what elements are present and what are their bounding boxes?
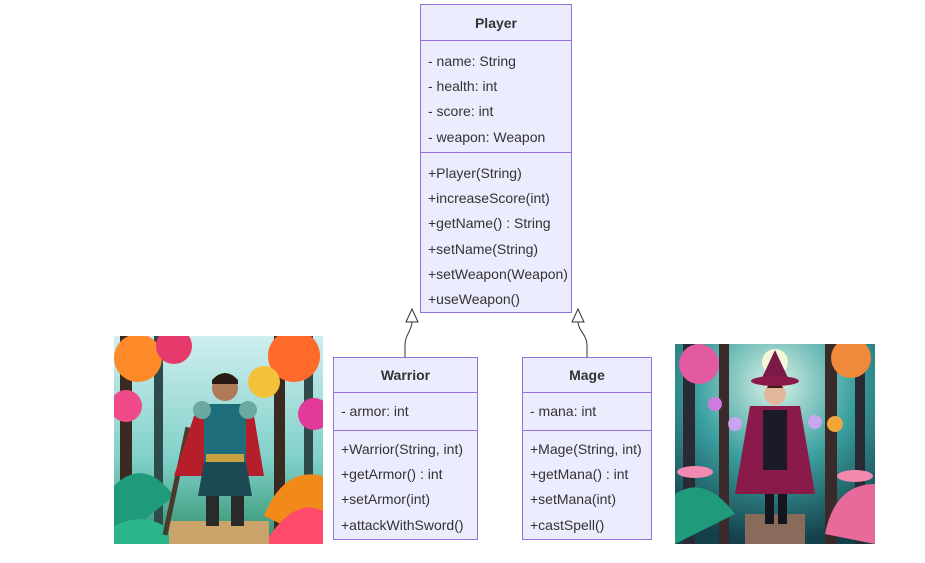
method: +getName() : String xyxy=(428,215,551,232)
method: +setWeapon(Weapon) xyxy=(428,265,568,282)
methods-compartment: +Warrior(String, int) +getArmor() : int … xyxy=(334,431,477,538)
method: +Mage(String, int) xyxy=(530,441,642,457)
method: +increaseScore(int) xyxy=(428,190,550,207)
method: +setMana(int) xyxy=(530,491,616,508)
attribute: - mana: int xyxy=(530,403,597,419)
warrior-class-box[interactable]: Warrior - armor: int +Warrior(String, in… xyxy=(333,357,478,540)
method: +Warrior(String, int) xyxy=(341,441,464,457)
mage-inherits-player-edge xyxy=(577,321,588,357)
attribute: - weapon: Weapon xyxy=(428,128,546,145)
mage-illustration xyxy=(675,344,875,544)
method: +Player(String) xyxy=(428,165,522,181)
class-name: Mage xyxy=(523,358,651,393)
class-name: Player xyxy=(421,5,571,41)
attribute: - armor: int xyxy=(341,403,409,419)
method: +attackWithSword() xyxy=(341,516,464,533)
method: +useWeapon() xyxy=(428,290,520,307)
warrior-illustration xyxy=(114,336,323,544)
attribute: - score: int xyxy=(428,103,494,120)
methods-compartment: +Mage(String, int) +getMana() : int +set… xyxy=(523,431,651,538)
attributes-compartment: - armor: int xyxy=(334,393,477,431)
method: +setName(String) xyxy=(428,240,539,257)
warrior-inherits-player-edge xyxy=(404,321,413,357)
mage-inheritance-arrowhead xyxy=(571,307,585,323)
warrior-inheritance-arrowhead xyxy=(405,307,419,323)
method: +getMana() : int xyxy=(530,466,629,483)
method: +castSpell() xyxy=(530,516,605,533)
method: +getArmor() : int xyxy=(341,466,443,483)
attributes-compartment: - name: String - health: int - score: in… xyxy=(421,41,571,153)
attributes-compartment: - mana: int xyxy=(523,393,651,431)
attribute: - health: int xyxy=(428,78,498,95)
method: +setArmor(int) xyxy=(341,491,431,508)
player-class-box[interactable]: Player - name: String - health: int - sc… xyxy=(420,4,572,313)
methods-compartment: +Player(String) +increaseScore(int) +get… xyxy=(421,153,571,312)
mage-class-box[interactable]: Mage - mana: int +Mage(String, int) +get… xyxy=(522,357,652,540)
class-name: Warrior xyxy=(334,358,477,393)
attribute: - name: String xyxy=(428,53,516,69)
